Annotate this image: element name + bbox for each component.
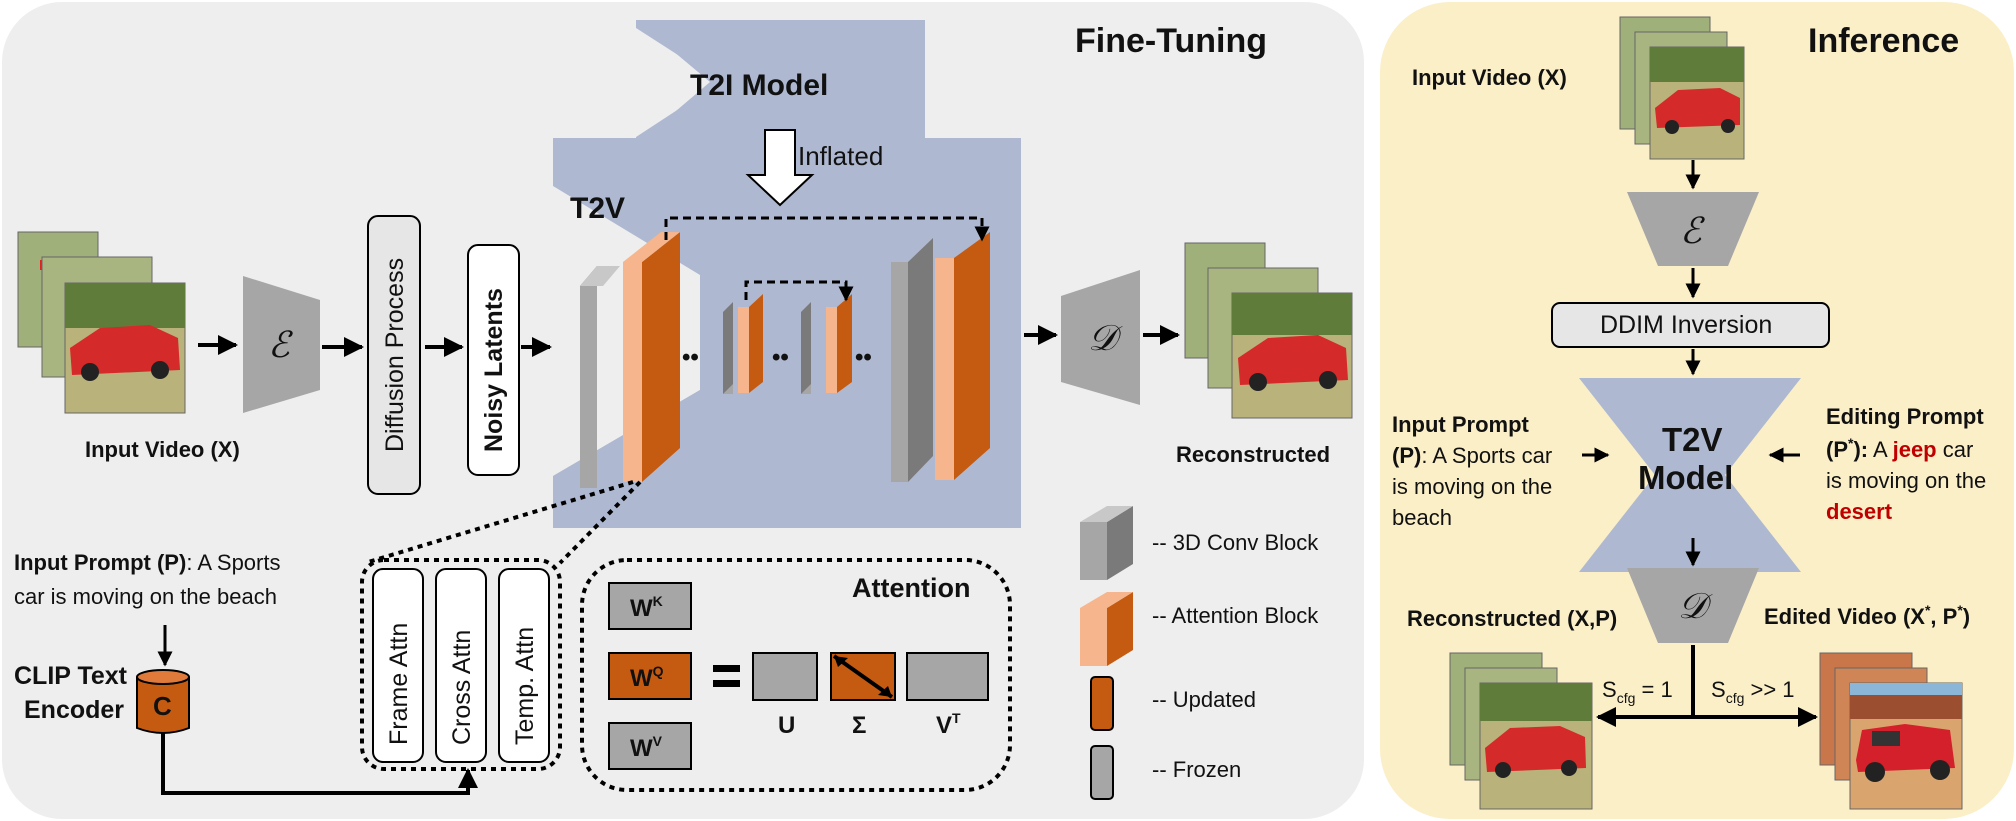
clip-label-line-2: Encoder	[24, 696, 124, 724]
ddim-inversion-label: DDIM Inversion	[1600, 311, 1772, 339]
t2i-model-bowtie	[636, 20, 925, 145]
reconstructed-label: Reconstructed	[1176, 442, 1330, 467]
ddim-inversion-box	[1551, 302, 1830, 348]
attention-block-right-large	[935, 232, 990, 480]
wk-box	[608, 582, 692, 630]
input-prompt-line-1: Input Prompt (P): A Sports	[14, 550, 280, 575]
cross-attn-box	[435, 568, 487, 763]
inference-encoder-shape	[1627, 192, 1759, 266]
inf-input-prompt-line-3: is moving on the	[1392, 474, 1552, 499]
inf-editing-prompt-line-1: Editing Prompt	[1826, 404, 1984, 429]
clip-label-line-1: CLIP Text	[14, 662, 128, 690]
u-label: U	[778, 712, 795, 739]
inf-reconstructed-label: Reconstructed (X,P)	[1407, 606, 1617, 631]
scfg-gg-label: Scfg >> 1	[1711, 677, 1795, 706]
conv-block-right-large	[891, 238, 933, 482]
temp-attn-label: Temp. Attn	[511, 627, 539, 745]
input-prompt-line-2: car is moving on the beach	[14, 584, 277, 609]
diffusion-process-box	[367, 215, 421, 495]
inflated-arrow	[745, 129, 815, 207]
wv-box	[608, 722, 692, 770]
zoom-line-left	[364, 480, 634, 565]
inf-editing-prompt-line-3: is moving on the	[1826, 468, 1986, 493]
inf-input-prompt-line-2: (P): A Sports car	[1392, 443, 1552, 468]
vt-matrix	[906, 652, 989, 701]
inference-encoder-symbol: ℰ	[1680, 210, 1705, 251]
conv-block-small-2	[801, 302, 811, 394]
sigma-diagonal-tail	[878, 686, 892, 697]
attention-block-small-1	[738, 294, 763, 393]
inference-edited-frames	[1819, 652, 1963, 810]
sigma-diagonal-head	[834, 656, 848, 667]
legend-frozen-swatch	[1090, 745, 1114, 800]
clip-text-encoder-icon	[136, 669, 190, 734]
skip-connection-inner	[744, 280, 854, 302]
wv-label: WV	[630, 733, 663, 762]
legend-attention-swatch	[1080, 592, 1133, 666]
inference-reconstructed-frames	[1449, 652, 1593, 810]
legend-conv-swatch	[1080, 506, 1133, 580]
legend-updated-label: -- Updated	[1152, 687, 1256, 712]
equals-sign	[713, 665, 740, 687]
unet-dots-3: ••	[855, 344, 872, 371]
unet-dots-1: ••	[682, 344, 699, 371]
legend-updated-swatch	[1090, 676, 1114, 731]
input-video-label: Input Video (X)	[85, 437, 240, 462]
zoom-line-right	[558, 480, 642, 565]
inference-input-video-label: Input Video (X)	[1412, 65, 1567, 90]
attention-types-box	[360, 558, 562, 771]
inference-decoder-shape	[1627, 568, 1759, 643]
encoder-symbol: ℰ	[268, 324, 293, 365]
input-video-frames	[17, 231, 186, 414]
wq-label: WQ	[630, 663, 664, 692]
inference-input-video-frames	[1619, 16, 1745, 160]
inflated-label: Inflated	[798, 141, 883, 171]
sigma-label: Σ	[852, 712, 866, 739]
unet-dots-2: ••	[772, 344, 789, 371]
fine-tuning-title: Fine-Tuning	[1075, 22, 1267, 60]
inference-t2v-shape	[1579, 378, 1801, 572]
noisy-latents-box	[467, 244, 520, 476]
inference-title: Inference	[1808, 22, 1959, 60]
temp-attn-box	[498, 568, 550, 763]
attention-block-small-2	[826, 294, 852, 393]
inf-input-prompt-line-1: Input Prompt	[1392, 412, 1530, 437]
sigma-diagonal	[832, 654, 894, 699]
legend-frozen-label: -- Frozen	[1152, 757, 1241, 782]
attention-title: Attention	[852, 573, 970, 603]
wk-label: WK	[630, 593, 663, 622]
t2v-label: T2V	[570, 192, 625, 225]
noisy-latents-label: Noisy Latents	[480, 288, 508, 452]
inf-editing-prompt-line-4: desert	[1826, 499, 1893, 524]
frame-attn-box	[372, 568, 424, 763]
attention-block-left-large	[623, 232, 680, 482]
inf-edited-video-label: Edited Video (X*, P*)	[1764, 602, 1970, 629]
u-matrix	[752, 652, 818, 701]
encoder-shape	[243, 276, 320, 413]
t2i-model-label: T2I Model	[690, 69, 828, 102]
wq-box	[608, 652, 692, 700]
legend-attention-label: -- Attention Block	[1152, 603, 1319, 628]
legend-conv-label: -- 3D Conv Block	[1152, 530, 1319, 555]
clip-symbol: C	[153, 691, 172, 721]
vt-label: VT	[936, 710, 961, 739]
inf-editing-prompt-line-2: (P*): A jeep car	[1826, 435, 1973, 462]
conv-block-small-1	[723, 302, 733, 394]
cross-attn-label: Cross Attn	[448, 630, 476, 745]
decoder-shape	[1061, 270, 1140, 405]
inf-input-prompt-line-4: beach	[1392, 505, 1452, 530]
conv-block-left-large	[580, 266, 620, 488]
frame-attn-label: Frame Attn	[385, 623, 413, 745]
arrow-clip-to-cross-attn	[161, 733, 478, 795]
scfg-eq-label: Scfg = 1	[1602, 677, 1673, 706]
reconstructed-video-frames	[1184, 242, 1353, 419]
diffusion-process-label: Diffusion Process	[381, 258, 409, 452]
inference-t2v-line-2: Model	[1638, 459, 1733, 496]
inference-t2v-line-1: T2V	[1662, 421, 1723, 458]
